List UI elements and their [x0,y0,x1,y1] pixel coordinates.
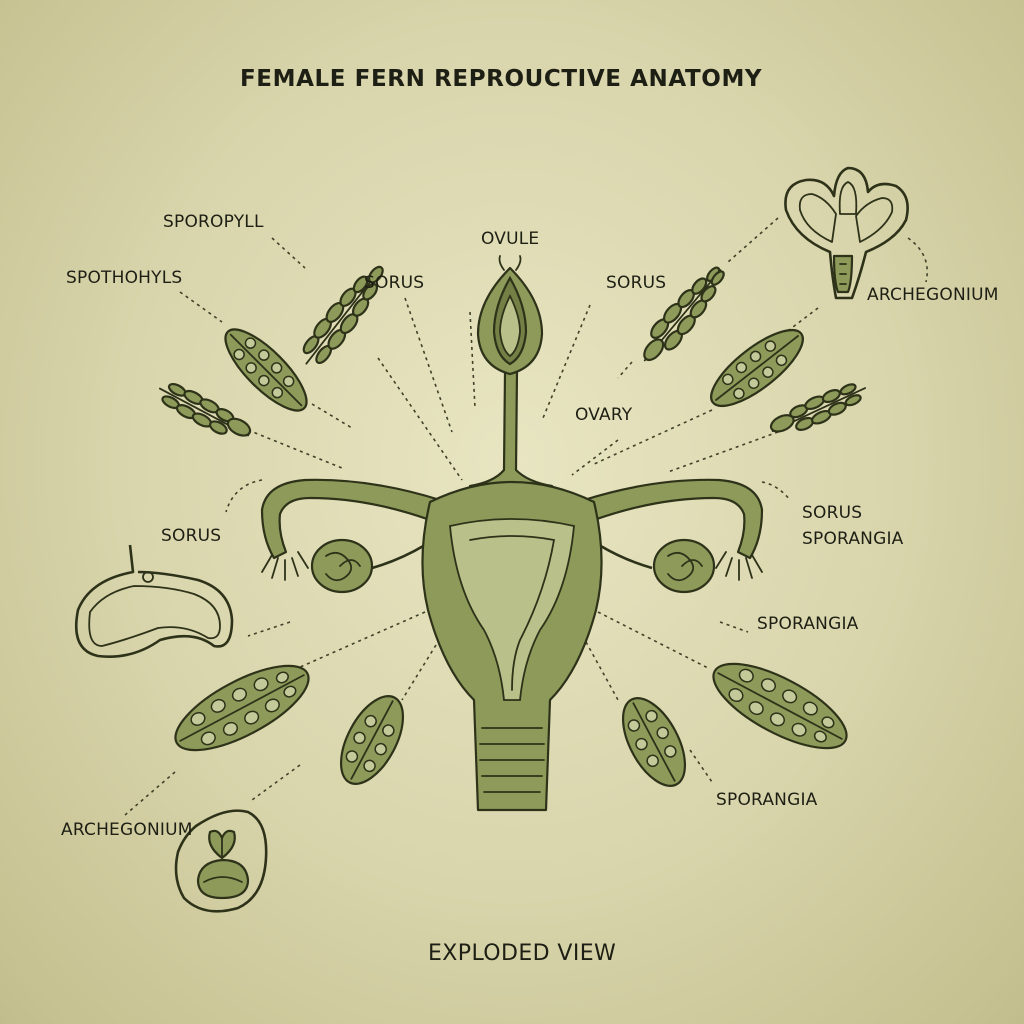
label-sorus-left: SORUS [161,526,222,546]
sorus-tube-loop [74,544,234,658]
sporangia-pod-lower-right [712,662,848,750]
archegonium-capsule [174,809,268,913]
sporangia-pod-upper-left [224,328,308,412]
diagram-title: FEMALE FERN REPROUCTIVE ANATOMY [240,66,763,92]
label-spothohyls: SPOTHOHYLS [66,268,183,288]
label-ovule: OVULE [481,229,540,249]
label-sporangia-right: SPORANGIA [757,614,859,634]
label-sporopyll: SPOROPYLL [163,212,264,232]
label-sorus-upper-left: SORUS [364,273,425,293]
central-reproductive-organ [260,370,764,812]
sporophyll-frond-upper-right [643,266,725,362]
label-sorus-sporangia: SORUS SPORANGIA [802,503,904,549]
label-ovary: OVARY [575,405,633,425]
label-sorus-upper-right: SORUS [606,273,667,293]
sporophyll-frond-right [769,383,867,433]
leader-lines [124,217,928,816]
sporangia-pod-lower-center-right [621,697,687,787]
sporangia-pod-upper-right [710,328,804,408]
sporangia-pod-lower-left [174,664,310,752]
sporangia-pod-lower-center-left [339,695,405,785]
label-archegonium-top: ARCHEGONIUM [867,285,999,305]
sporophyll-frond-left [158,382,252,437]
archegonium-trefoil [784,166,909,300]
label-archegonium-bottom: ARCHEGONIUM [61,820,193,840]
label-sporangia-lower-right: SPORANGIA [716,790,818,810]
ovule-bud [476,255,544,376]
diagram-footer: EXPLODED VIEW [428,941,617,966]
sporophyll-frond-upper-left [302,265,384,365]
